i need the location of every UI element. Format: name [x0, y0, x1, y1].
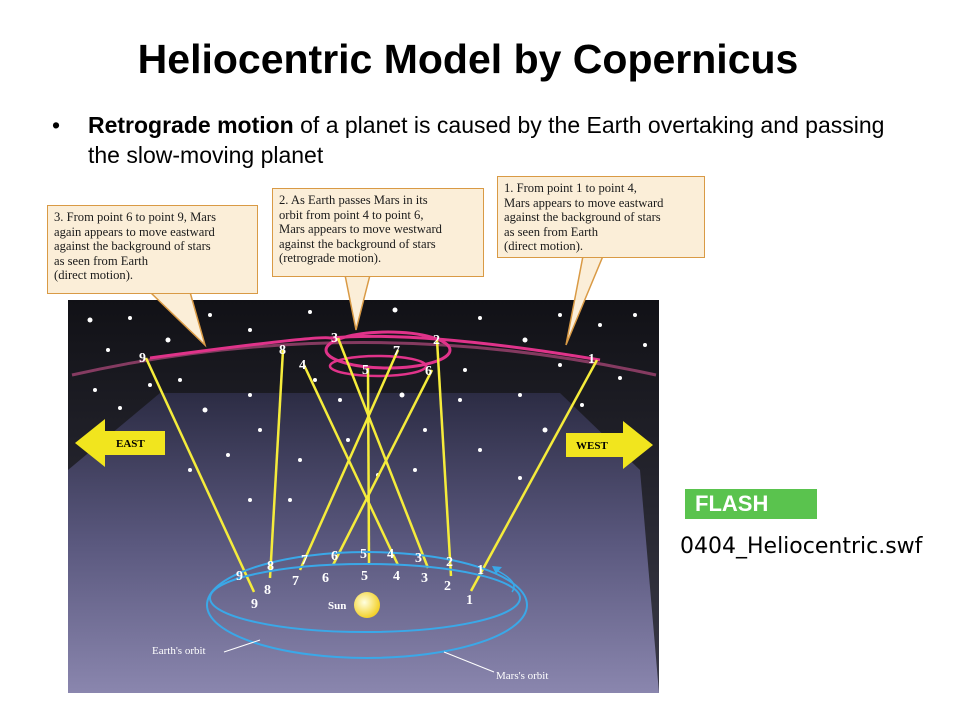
flash-file-link[interactable]: 0404_Heliocentric.swf	[680, 534, 923, 559]
page-title: Heliocentric Model by Copernicus	[137, 36, 799, 82]
callout-1-line: Mars appears to move eastward	[504, 195, 664, 210]
bullet-dot: •	[52, 112, 61, 138]
orbital-plane	[68, 393, 659, 693]
callout-1-line: against the background of stars	[504, 210, 661, 225]
mars-number-1: 1	[477, 563, 484, 578]
earth-number-2: 2	[444, 579, 451, 594]
callout-2-line: 2. As Earth passes Mars in its	[279, 193, 428, 207]
sky-number-6: 6	[425, 364, 432, 379]
sky-number-9: 9	[139, 351, 146, 366]
earth-number-8: 8	[264, 583, 271, 598]
mars-orbit	[206, 551, 528, 659]
sky-position-numbers: 1 2 3 4 5 6 7 8 9	[139, 331, 595, 379]
callout-3-line: 3. From point 6 to point 9, Mars	[54, 210, 216, 224]
callout-1-line: as seen from Earth	[504, 224, 599, 239]
earth-number-3: 3	[421, 571, 428, 586]
mars-orbit-label: Mars's orbit	[496, 670, 548, 682]
background-stars	[87, 307, 647, 502]
earth-number-1: 1	[466, 593, 473, 608]
east-arrow	[75, 419, 165, 467]
west-label: WEST	[576, 440, 608, 452]
callout-1: 1. From point 1 to point 4, Mars appears…	[497, 176, 705, 258]
bullet-text: Retrograde motion of a planet is caused …	[88, 110, 892, 170]
flash-button[interactable]: FLASH	[685, 489, 817, 519]
east-label: EAST	[116, 438, 145, 450]
callout-2-line: Mars appears to move westward	[279, 222, 442, 237]
sky-number-1: 1	[588, 352, 595, 367]
earth-number-4: 4	[393, 569, 400, 584]
sky-number-2: 2	[433, 333, 440, 348]
mars-orbit-leader	[443, 651, 495, 673]
callout-3-line: again appears to move eastward	[54, 224, 215, 239]
earth-number-9: 9	[251, 597, 258, 612]
bullet-point: • Retrograde motion of a planet is cause…	[52, 110, 892, 170]
callout-2-line: orbit from point 4 to point 6,	[279, 207, 424, 222]
earth-orbit-leader	[223, 639, 261, 653]
bullet-rest: of a planet is caused by the Earth overt…	[88, 112, 885, 168]
sky-number-8: 8	[279, 343, 286, 358]
orbits	[206, 551, 528, 659]
mars-number-4: 4	[387, 547, 394, 562]
mars-number-7: 7	[301, 553, 308, 568]
earth-number-6: 6	[322, 571, 329, 586]
mars-number-6: 6	[331, 549, 338, 564]
callout-3-line: (direct motion).	[54, 268, 134, 283]
mars-position-numbers: 1 2 3 4 5 6 7 8 9	[236, 547, 484, 584]
sky-number-5: 5	[362, 363, 369, 378]
earth-orbit	[209, 563, 521, 633]
callout-3-line: against the background of stars	[54, 239, 211, 254]
sky-number-3: 3	[331, 331, 338, 346]
sun-label: Sun	[328, 600, 346, 612]
mars-number-3: 3	[415, 551, 422, 566]
callout-2-line: (retrograde motion).	[279, 251, 382, 266]
mars-number-5: 5	[360, 547, 367, 562]
callout-2: 2. As Earth passes Mars in its orbit fro…	[272, 188, 484, 277]
mars-number-9: 9	[236, 569, 243, 584]
callout-3: 3. From point 6 to point 9, Mars again a…	[47, 205, 258, 294]
mars-apparent-path	[71, 330, 657, 378]
earth-position-numbers: 1 2 3 4 5 6 7 8 9	[251, 569, 473, 612]
sky-number-4: 4	[299, 358, 306, 373]
earth-number-5: 5	[361, 569, 368, 584]
sky-number-7: 7	[393, 344, 400, 359]
lines-of-sight	[144, 337, 599, 593]
callout-2-line: against the background of stars	[279, 236, 436, 251]
mars-number-8: 8	[267, 559, 274, 574]
bullet-bold-term: Retrograde motion	[88, 112, 294, 138]
mars-number-2: 2	[446, 555, 453, 570]
callout-1-line: 1. From point 1 to point 4,	[504, 181, 637, 195]
earth-orbit-label: Earth's orbit	[152, 645, 206, 657]
west-arrow	[566, 421, 653, 469]
callout-3-line: as seen from Earth	[54, 253, 149, 268]
callout-1-line: (direct motion).	[504, 239, 584, 254]
earth-number-7: 7	[292, 574, 299, 589]
sun	[354, 592, 380, 618]
